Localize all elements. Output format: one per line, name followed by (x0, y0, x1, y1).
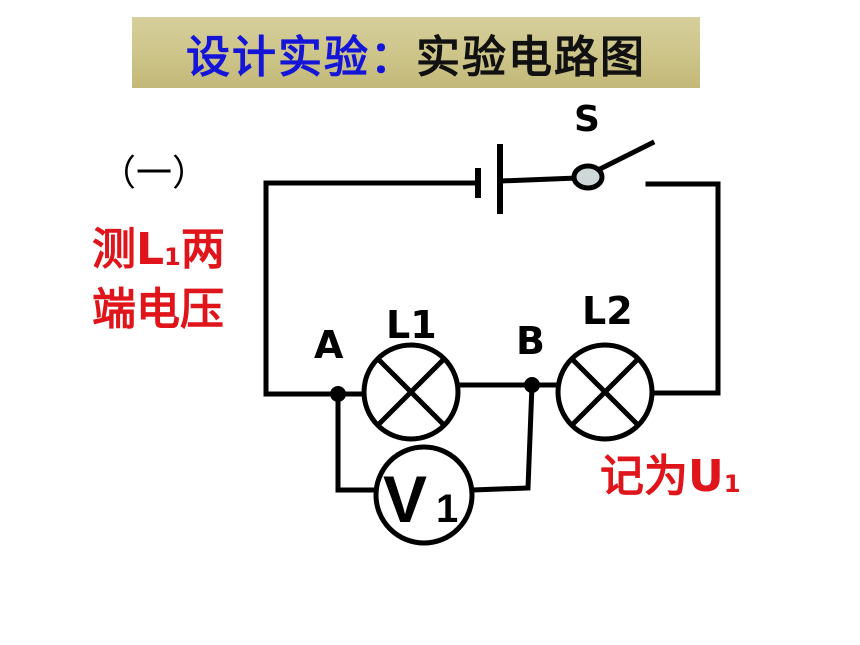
junction-b (524, 377, 540, 393)
section-label: （一） (100, 153, 209, 194)
measure-subscript: 1 (164, 243, 181, 272)
record-label: 记为U1 (600, 455, 741, 499)
voltmeter-letter: V (383, 462, 427, 536)
wire-voltmeter-left (335, 391, 379, 493)
lamp1-label: L1 (386, 303, 437, 347)
point-b-label: B (516, 319, 545, 363)
record-prefix: 记为U (600, 451, 724, 502)
title-circuit-diagram: 实验电路图 (416, 31, 646, 83)
switch-pivot (571, 163, 605, 191)
junction-a (330, 386, 346, 402)
title-colon: ： (370, 31, 416, 83)
lamp2-symbol (555, 342, 655, 442)
measure-label-line1: 测L1两 (92, 228, 225, 272)
wire-left (263, 180, 341, 397)
wire-right (645, 181, 721, 396)
measure-suffix: 两 (180, 224, 225, 275)
measure-label-line2: 端电压 (92, 284, 224, 335)
voltmeter-subscript: 1 (436, 487, 458, 531)
record-subscript: 1 (723, 470, 741, 499)
wire-battery-switch (497, 175, 581, 184)
lamp1-symbol (361, 342, 461, 442)
wire-voltmeter-right (469, 382, 535, 493)
measure-prefix: 测L (92, 224, 165, 275)
switch-label: S (574, 99, 600, 140)
title-design-experiment: 设计实验 (186, 31, 370, 83)
voltmeter-symbol (373, 444, 475, 546)
lamp2-label: L2 (582, 289, 633, 333)
point-a-label: A (314, 323, 344, 367)
title-banner: 设计实验：实验电路图 (132, 17, 700, 88)
